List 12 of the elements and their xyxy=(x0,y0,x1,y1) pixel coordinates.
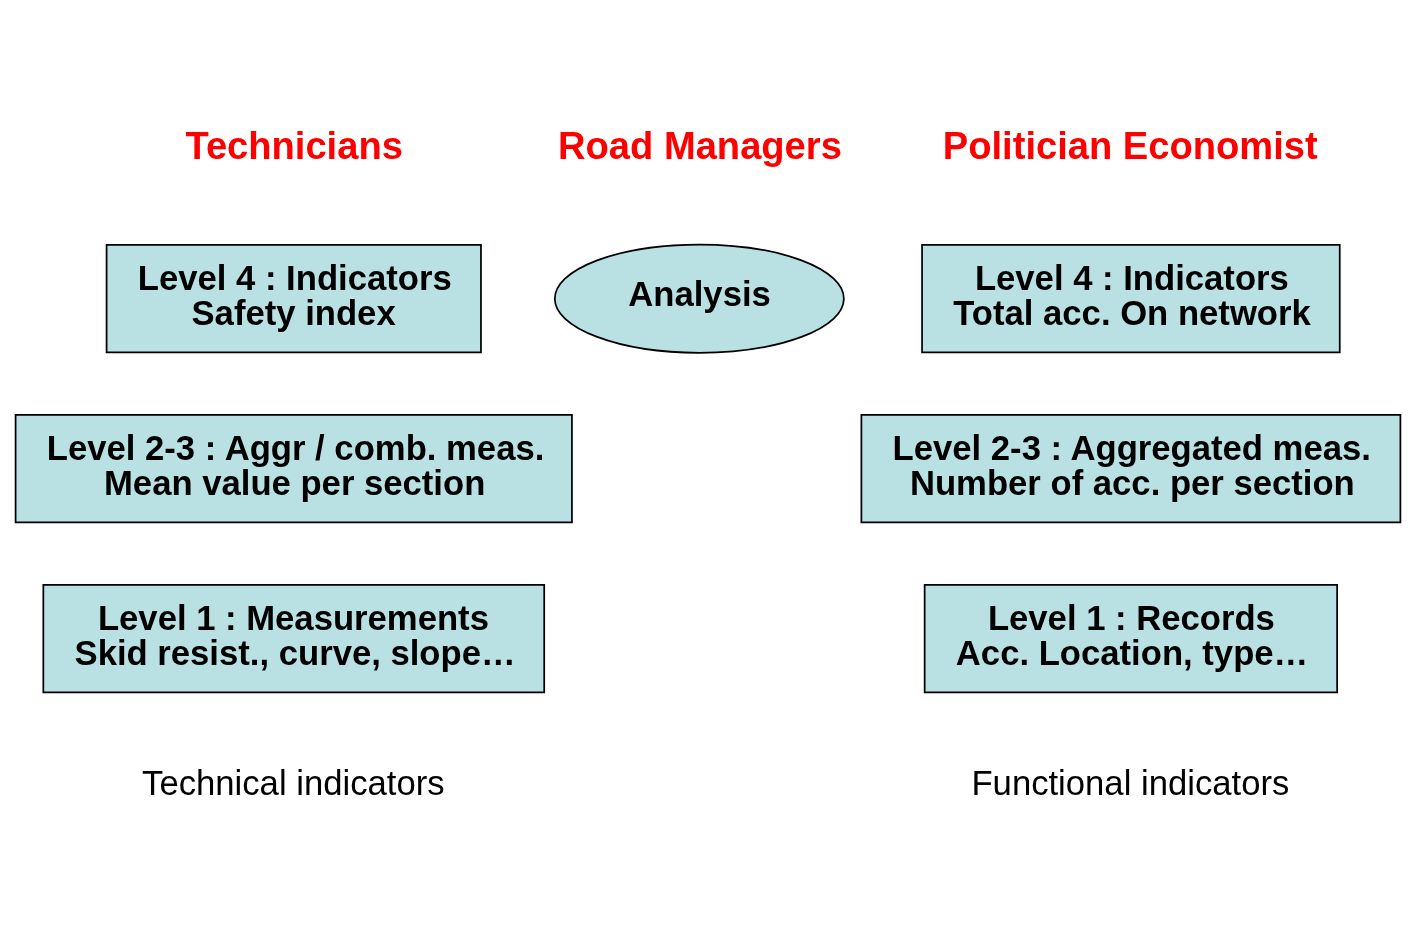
label: Technical indicators xyxy=(142,763,445,802)
label: Functional indicators xyxy=(971,763,1290,802)
label: Technicians xyxy=(185,124,403,168)
node-box: Level 4 : Indicators Total acc. On network xyxy=(921,244,1341,354)
node-box: Level 2-3 : Aggr / comb. meas. Mean value per section xyxy=(14,414,573,524)
label: Politician Economist xyxy=(942,124,1318,168)
node-box: Level 4 : Indicators Safety index xyxy=(105,244,482,354)
node-box: Level 1 : Measurements Skid resist., curve, slope… xyxy=(42,583,546,694)
node-box: Level 1 : Records Acc. Location, type… xyxy=(923,583,1338,694)
label: Road Managers xyxy=(558,124,842,168)
node-ellipse: Analysis xyxy=(553,243,845,354)
node-box: Level 2-3 : Aggregated meas. Number of acc. per section xyxy=(860,414,1402,524)
